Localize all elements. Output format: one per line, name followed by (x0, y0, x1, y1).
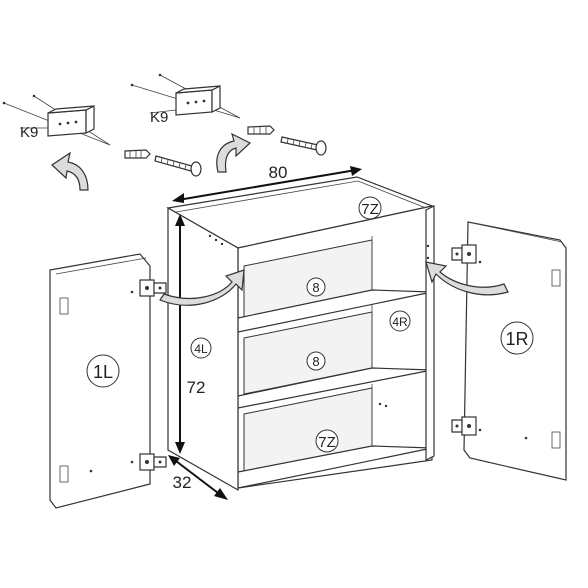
hanging-bracket-left-icon (2, 94, 111, 146)
hinge-right-upper-icon (451, 244, 477, 264)
dimension-height: 72 (187, 378, 206, 397)
wall-plug-right-icon (247, 125, 275, 135)
door-swing-arrow-left-icon (159, 269, 245, 306)
hinge-left-lower-icon (139, 453, 167, 471)
curved-arrow-left-icon (51, 151, 89, 191)
part-label-side-right: 4R (392, 315, 408, 329)
hinge-right-lower-icon (451, 416, 477, 436)
door-right-label-marker (500, 321, 534, 355)
screw-right-icon (280, 136, 327, 156)
door-left-label-marker (86, 354, 120, 388)
hanging-bracket-right-icon (130, 73, 241, 119)
part-label-shelf-lower-marker (306, 351, 326, 371)
part-label-shelf-upper-marker (306, 277, 326, 297)
part-label-bottom: 7Z (318, 434, 336, 451)
part-label-shelf-lower: 8 (312, 354, 319, 369)
hinge-left-upper-icon (139, 279, 167, 297)
dimension-depth: 32 (173, 473, 192, 492)
wall-plug-left-icon (124, 149, 151, 159)
part-label-bottom-marker (315, 429, 339, 453)
dimension-height-line (175, 214, 185, 454)
bracket-right-label: K9 (150, 109, 168, 126)
curved-arrow-right-icon (216, 132, 252, 173)
part-label-side-left: 4L (194, 342, 208, 356)
part-label-shelf-upper: 8 (312, 280, 319, 295)
dimension-width-line (172, 166, 362, 203)
door-swing-arrow-right-icon (425, 261, 509, 296)
part-label-top-marker (358, 196, 382, 220)
door-left-label: 1L (93, 362, 113, 382)
screw-left-icon (154, 155, 202, 177)
bracket-left-label: K9 (20, 124, 38, 141)
cabinet-body (166, 176, 435, 492)
door-right-label: 1R (505, 329, 528, 349)
part-label-side-right-marker (389, 310, 411, 332)
dimension-depth-line (168, 455, 228, 500)
dimension-width: 80 (269, 163, 288, 182)
part-label-top: 7Z (361, 201, 379, 218)
part-label-side-left-marker (190, 337, 212, 359)
